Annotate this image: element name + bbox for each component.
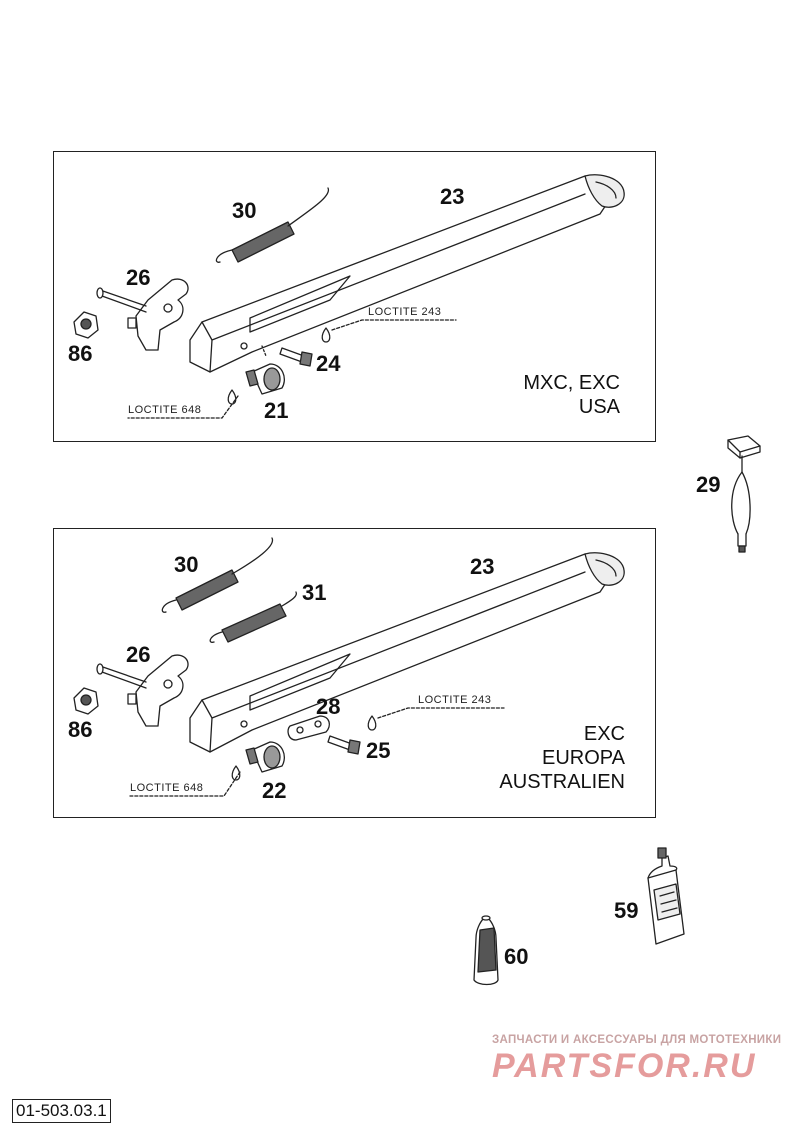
callout-30-bottom[interactable]: 30 [174, 552, 199, 577]
note-loctite-648-bottom: LOCTITE 648 [130, 782, 204, 794]
bolt-21-top [245, 363, 285, 395]
watermark-subtitle: ЗАПЧАСТИ И АКСЕССУАРЫ ДЛЯ МОТОТЕХНИКИ [492, 1034, 782, 1046]
panel-mxc-exc-usa [53, 151, 656, 442]
callout-59[interactable]: 59 [614, 898, 639, 923]
bracket-26-top [96, 278, 189, 351]
callout-25-bottom[interactable]: 25 [366, 738, 391, 763]
side-stand-23-top [189, 174, 625, 373]
side-stand-23-bottom [189, 552, 625, 753]
nut-86-top [73, 311, 99, 339]
spring-30-bottom [161, 537, 274, 613]
spring-30-top [215, 187, 329, 263]
callout-28-bottom[interactable]: 28 [316, 694, 341, 719]
callout-30-top[interactable]: 30 [232, 198, 257, 223]
loctite-bottle-59 [647, 847, 685, 945]
callout-86-top[interactable]: 86 [68, 341, 93, 366]
callout-26-top[interactable]: 26 [126, 265, 151, 290]
callout-31-bottom[interactable]: 31 [302, 580, 327, 605]
region-line: AUSTRALIEN [499, 771, 625, 793]
watermark-logo: PARTSFOR.RU [492, 1047, 757, 1085]
callout-29[interactable]: 29 [696, 472, 721, 497]
region-line: MXC, EXC [523, 372, 620, 394]
screw-25-bottom [327, 735, 361, 755]
note-loctite-243-top: LOCTITE 243 [368, 306, 442, 318]
region-line: EUROPA [542, 747, 625, 769]
bolt-22-bottom [245, 741, 285, 773]
callout-23-bottom[interactable]: 23 [470, 554, 495, 579]
panel-exc-europa-australien [53, 528, 656, 818]
callout-24-top[interactable]: 24 [316, 351, 341, 376]
note-loctite-243-bottom: LOCTITE 243 [418, 694, 492, 706]
callout-86-bottom[interactable]: 86 [68, 717, 93, 742]
tube-60 [473, 915, 499, 986]
callout-60[interactable]: 60 [504, 944, 529, 969]
callout-23-top[interactable]: 23 [440, 184, 465, 209]
region-line: USA [578, 396, 620, 418]
tool-29 [727, 435, 761, 553]
drawing-code: 01-503.03.1 [12, 1099, 111, 1123]
spring-31-bottom [209, 591, 298, 643]
note-loctite-648-top: LOCTITE 648 [128, 404, 202, 416]
nut-86-bottom [73, 687, 99, 715]
callout-26-bottom[interactable]: 26 [126, 642, 151, 667]
callout-22-bottom[interactable]: 22 [262, 778, 287, 803]
plate-28-bottom [287, 715, 331, 741]
region-label-top: MXC, EXC USA [480, 371, 620, 419]
region-label-bottom: EXC EUROPA AUSTRALIEN [460, 722, 625, 794]
region-line: EXC [583, 723, 625, 745]
bracket-26-bottom [96, 654, 189, 727]
callout-21-top[interactable]: 21 [264, 398, 289, 423]
screw-24-top [279, 347, 313, 367]
